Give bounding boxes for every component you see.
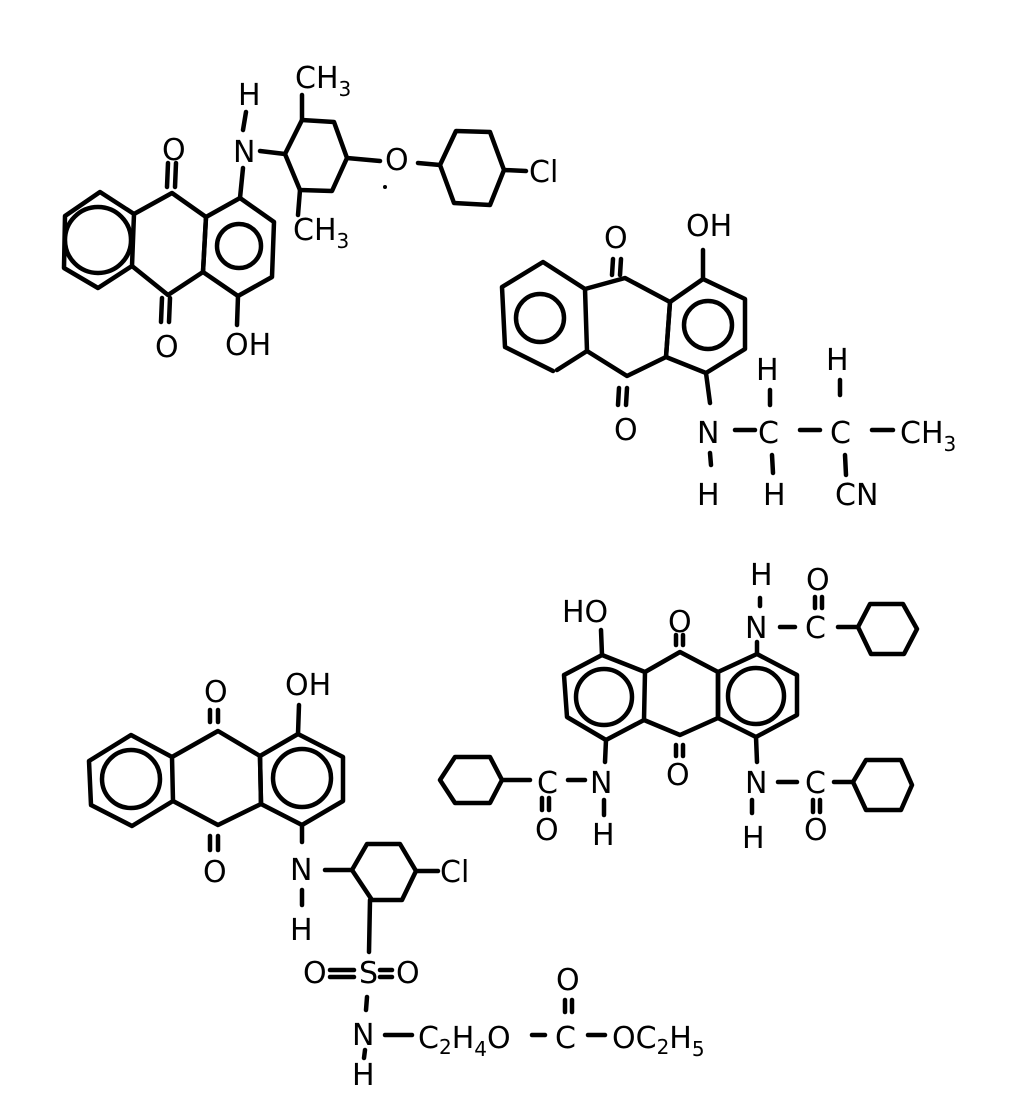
cyclohexane-ring xyxy=(349,841,419,903)
amide-c-label: C xyxy=(805,611,826,646)
amide-n-label: N xyxy=(745,766,767,801)
sulfonamide-h-label: H xyxy=(352,1058,375,1093)
aromatic-circle xyxy=(270,746,334,810)
methyl-label: CH3 xyxy=(295,61,351,101)
benzene-ring xyxy=(499,259,590,374)
amine-h-label: H xyxy=(290,913,313,948)
chlorine-label: Cl xyxy=(529,155,558,190)
aromatic-circle xyxy=(573,666,635,728)
methyl-label: CH3 xyxy=(900,416,956,456)
cyclohexane-ring xyxy=(850,757,915,813)
cyclohexane-ring xyxy=(282,117,350,194)
hydroxyl-label: OH xyxy=(225,328,271,363)
amine-h-label: H xyxy=(697,478,720,513)
amide-h-label: H xyxy=(742,821,765,856)
aromatic-circle xyxy=(725,665,787,727)
amine-n-label: N xyxy=(290,853,312,888)
hydrogen-label: H xyxy=(826,343,849,378)
hydrogen-label: H xyxy=(756,353,779,388)
molecule-1: O O OH N H CH3 CH3 O Cl xyxy=(61,61,558,365)
hydroxyl-label: HO xyxy=(562,595,608,630)
molecule-3: O O OH N H Cl O S O N H C2H4O C O xyxy=(86,668,705,1093)
carbon-label: C xyxy=(830,416,851,451)
carbonyl-oxygen: O xyxy=(155,330,179,365)
amide-c-label: C xyxy=(805,766,826,801)
hydrogen-label: H xyxy=(763,478,786,513)
cyclohexane-ring xyxy=(855,601,920,657)
cyclohexane-ring xyxy=(437,754,505,806)
nitrile-label: CN xyxy=(835,478,878,513)
aromatic-circle xyxy=(681,298,735,352)
carbon-label: C xyxy=(758,416,779,451)
amide-o-label: O xyxy=(535,813,559,848)
amide-o-label: O xyxy=(806,563,830,598)
carbonyl-oxygen: O xyxy=(204,675,228,710)
aromatic-circle xyxy=(99,747,163,811)
amide-o-label: O xyxy=(804,813,828,848)
carbonyl-oxygen: O xyxy=(668,605,692,640)
amide-n-label: N xyxy=(590,766,612,801)
sulfonyl-oxygen: O xyxy=(396,956,420,991)
sulfonyl-oxygen: O xyxy=(303,956,327,991)
carbonyl-oxygen: O xyxy=(162,133,186,168)
quinone-ring xyxy=(641,649,721,738)
hydroxyl-label: OH xyxy=(686,209,732,244)
amine-h-label: H xyxy=(238,78,261,113)
aromatic-circle xyxy=(513,291,567,345)
amine-n-label: N xyxy=(233,135,255,170)
quinone-ring xyxy=(129,190,209,298)
amine-n-label: N xyxy=(697,416,719,451)
carbonyl-oxygen: O xyxy=(604,221,628,256)
sulfonamide-n-label: N xyxy=(352,1018,374,1053)
cyclohexane-ring xyxy=(437,128,507,208)
quinone-ring xyxy=(169,728,264,828)
amide-n-label: N xyxy=(745,611,767,646)
ethoxy-label: OC2H5 xyxy=(612,1021,705,1061)
molecule-4: O O HO N H C O N H C O N H C xyxy=(437,558,920,856)
carbonyl-oxygen: O xyxy=(614,413,638,448)
carbonyl-oxygen: O xyxy=(203,855,227,890)
sulfur-label: S xyxy=(359,956,378,991)
amide-c-label: C xyxy=(537,766,558,801)
chlorine-label: Cl xyxy=(440,855,469,890)
carbonyl-oxygen: O xyxy=(666,758,690,793)
aromatic-circle xyxy=(214,221,264,271)
carbonate-carbon: C xyxy=(555,1021,576,1056)
molecule-2: O O OH N H C H H C H CN CH3 xyxy=(499,209,956,513)
amide-h-label: H xyxy=(750,558,773,593)
methyl-label: CH3 xyxy=(293,213,349,253)
aromatic-circle xyxy=(62,204,134,276)
aromatic-ring xyxy=(200,195,277,299)
quinone-ring xyxy=(582,275,673,379)
hydroxyl-label: OH xyxy=(285,668,331,703)
amide-h-label: H xyxy=(592,818,615,853)
carbonate-oxygen: O xyxy=(556,963,580,998)
ethylene-label: C2H4O xyxy=(418,1021,511,1061)
ether-oxygen: O xyxy=(385,143,409,178)
